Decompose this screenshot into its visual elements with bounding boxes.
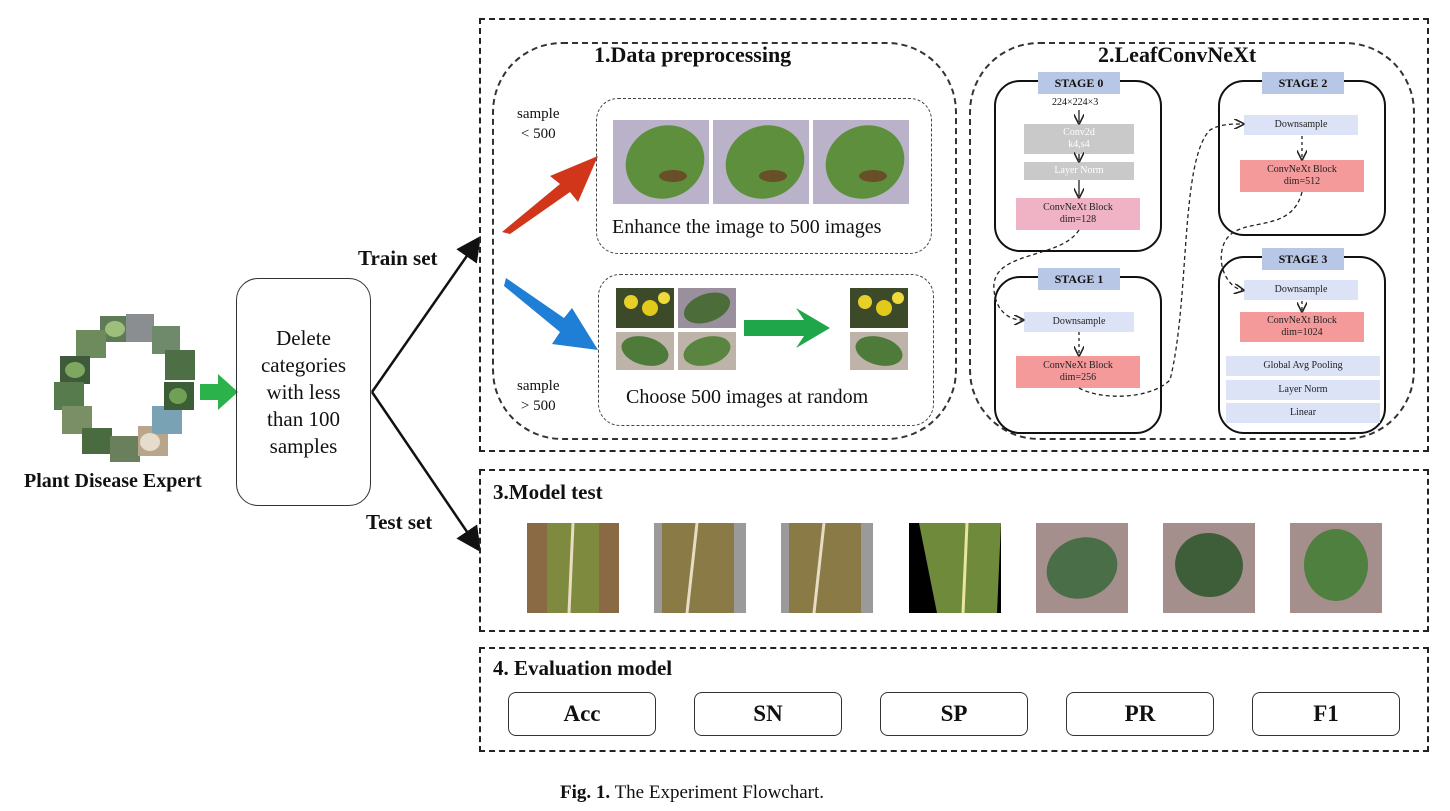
figure-caption: Fig. 1. The Experiment Flowchart. <box>560 782 824 804</box>
filter-box: Delete categories with less than 100 sam… <box>236 278 371 506</box>
training-section-frame <box>479 18 1429 452</box>
figure-number: Fig. 1. <box>560 782 611 803</box>
stage1-block-label: ConvNeXt Block <box>1043 360 1113 371</box>
filter-text-line: Delete <box>276 325 331 350</box>
stage3-convnext-block: ConvNeXt Block dim=1024 <box>1240 312 1364 342</box>
conv2d-params: k4,s4 <box>1068 139 1090 150</box>
stage3-layer-norm-block: Layer Norm <box>1226 380 1380 400</box>
evaluation-title: 4. Evaluation model <box>493 656 673 680</box>
stage0-block-dim: dim=128 <box>1059 214 1097 225</box>
stage3-label: STAGE 3 <box>1262 248 1344 270</box>
random-selection-panel <box>598 274 934 426</box>
model-flow-connectors <box>993 110 1400 397</box>
test-sample-images <box>527 523 1382 614</box>
evaluation-frame <box>479 647 1429 752</box>
model-test-frame <box>479 469 1429 632</box>
global-avg-pooling-block: Global Avg Pooling <box>1226 356 1380 376</box>
blue-arrow-icon <box>504 278 598 350</box>
stage0-block-label: ConvNeXt Block <box>1043 202 1113 213</box>
filter-text-line: than 100 <box>267 406 340 431</box>
small-sample-label-line1: sample <box>517 106 560 122</box>
green-arrow-icon <box>200 374 238 410</box>
data-preprocessing-title: 1.Data preprocessing <box>594 42 792 67</box>
conv2d-block: Conv2d k4,s4 <box>1024 124 1134 154</box>
metric-f1: F1 <box>1252 692 1400 736</box>
enhance-panel <box>596 98 932 254</box>
large-sample-label: sample > 500 <box>517 376 560 416</box>
linear-block: Linear <box>1226 403 1380 423</box>
stage0-convnext-block: ConvNeXt Block dim=128 <box>1016 198 1140 230</box>
stage2-downsample-block: Downsample <box>1244 115 1358 135</box>
metric-sn: SN <box>694 692 842 736</box>
metric-sp: SP <box>880 692 1028 736</box>
stage0-layer-norm-block: Layer Norm <box>1024 162 1134 180</box>
conv2d-label: Conv2d <box>1063 127 1095 138</box>
large-sample-label-line1: sample <box>517 378 560 394</box>
enhance-leaf-images <box>613 120 909 204</box>
stage1-block-dim: dim=256 <box>1059 372 1097 383</box>
small-sample-label: sample < 500 <box>517 104 560 144</box>
stage2-convnext-block: ConvNeXt Block dim=512 <box>1240 160 1364 192</box>
stage2-block-label: ConvNeXt Block <box>1267 164 1337 175</box>
source-label: Plant Disease Expert <box>24 470 202 492</box>
train-set-label: Train set <box>358 246 438 270</box>
random-selection-images <box>616 288 908 370</box>
random-caption: Choose 500 images at random <box>626 386 869 408</box>
data-preprocessing-panel <box>492 42 957 440</box>
model-test-title: 3.Model test <box>493 480 603 504</box>
stage0-label: STAGE 0 <box>1038 72 1120 94</box>
stage1-downsample-block: Downsample <box>1024 312 1134 332</box>
stage3-block-label: ConvNeXt Block <box>1267 315 1337 326</box>
filter-text-line: with less <box>266 379 341 404</box>
enhance-caption: Enhance the image to 500 images <box>612 216 882 238</box>
small-sample-label-line2: < 500 <box>520 126 556 142</box>
stage1-label: STAGE 1 <box>1038 268 1120 290</box>
large-sample-label-line2: > 500 <box>520 398 556 414</box>
stage2-block-dim: dim=512 <box>1283 176 1321 187</box>
filter-text-line: categories <box>260 352 347 377</box>
filter-text-line: samples <box>269 433 338 458</box>
stage1-convnext-block: ConvNeXt Block dim=256 <box>1016 356 1140 388</box>
stage3-downsample-block: Downsample <box>1244 280 1358 300</box>
test-set-label: Test set <box>366 510 433 534</box>
leafconvnext-panel <box>969 42 1415 440</box>
plant-disease-image-wreath <box>40 306 210 466</box>
metric-acc: Acc <box>508 692 656 736</box>
split-arrows <box>370 235 481 553</box>
metric-pr: PR <box>1066 692 1214 736</box>
stage2-label: STAGE 2 <box>1262 72 1344 94</box>
stage0-input-size: 224×224×3 <box>1052 97 1099 108</box>
red-arrow-icon <box>502 156 598 234</box>
leafconvnext-title: 2.LeafConvNeXt <box>1098 42 1257 67</box>
figure-caption-text: The Experiment Flowchart. <box>614 782 825 803</box>
image-wreath-graphic <box>54 314 195 462</box>
stage3-block-dim: dim=1024 <box>1281 327 1323 338</box>
